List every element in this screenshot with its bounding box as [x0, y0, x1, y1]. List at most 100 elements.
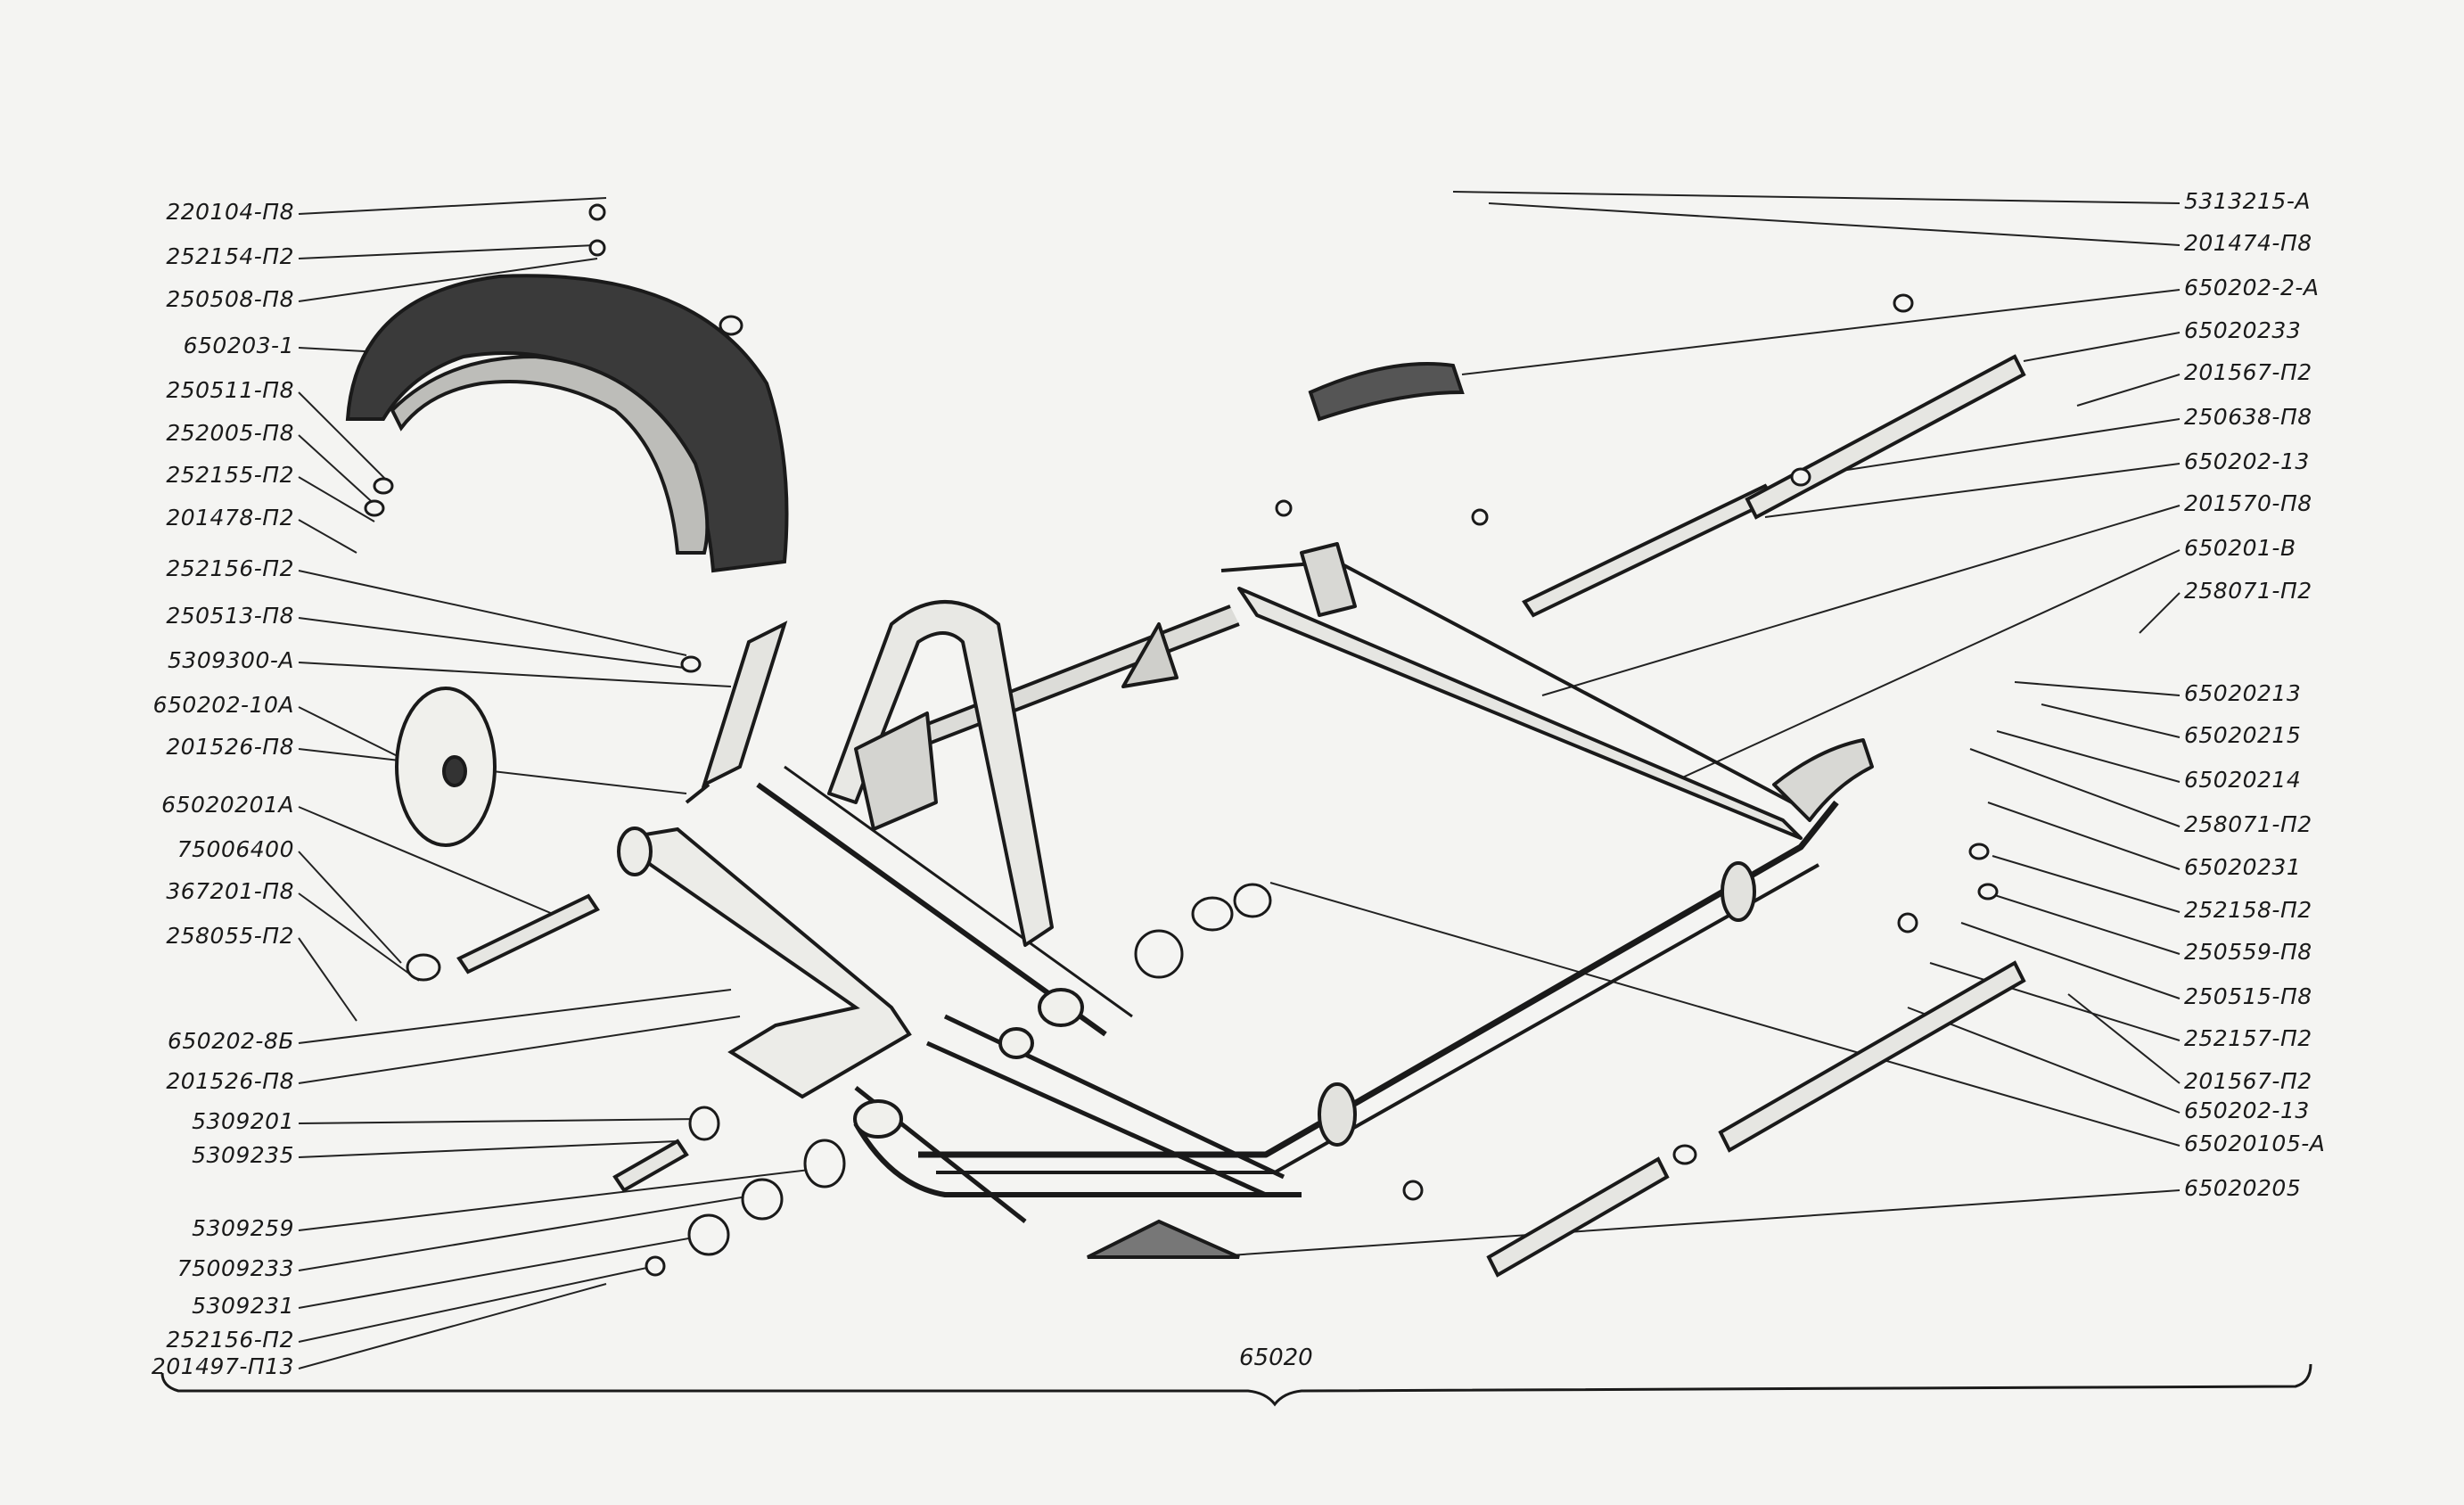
part-label-right-18: 250515-П8 — [2184, 983, 2312, 1009]
part-label-right-1: 5313215-А — [2184, 188, 2311, 214]
part-label-left-26: 201497-П13 — [151, 1353, 294, 1379]
frame-pivot-tube-b — [1038, 988, 1084, 1027]
part-label-right-9: 650201-В — [2184, 535, 2296, 561]
leader-line-left-7 — [298, 476, 375, 522]
leader-line-left-17 — [298, 937, 357, 1022]
leader-line-right-1 — [1452, 191, 2181, 204]
part-label-left-12: 650202-10А — [152, 692, 294, 718]
leader-line-right-3 — [1461, 289, 2181, 375]
leader-line-left-25 — [298, 1265, 656, 1343]
leader-line-right-4 — [2023, 332, 2181, 362]
wheel-disc-hub — [442, 755, 467, 787]
mudguard-inner — [390, 354, 710, 555]
leader-line-right-22 — [1269, 882, 2181, 1147]
part-label-left-10: 250513-П8 — [166, 603, 294, 629]
leader-line-right-14 — [1969, 748, 2181, 827]
part-label-left-18: 650202-8Б — [167, 1028, 294, 1054]
part-label-right-11: 65020213 — [2184, 680, 2302, 706]
part-label-left-7: 252155-П2 — [166, 462, 294, 488]
leader-line-right-8 — [1541, 505, 2181, 696]
nut — [1893, 293, 1914, 313]
leader-line-right-19 — [1929, 962, 2181, 1041]
part-label-left-19: 201526-П8 — [166, 1068, 294, 1094]
leader-line-left-3 — [298, 258, 598, 302]
part-label-right-19: 252157-П2 — [2184, 1025, 2312, 1051]
leader-line-left-6 — [298, 434, 380, 509]
leader-line-left-8 — [298, 519, 357, 554]
leader-line-right-15 — [1987, 802, 2181, 870]
leader-line-right-12 — [2041, 703, 2181, 738]
group-bracket — [160, 1363, 2312, 1407]
part-label-left-22: 5309259 — [192, 1215, 294, 1241]
part-label-left-15: 75006400 — [177, 836, 294, 862]
part-label-left-17: 258055-П2 — [166, 923, 294, 949]
part-label-right-3: 650202-2-А — [2184, 275, 2320, 300]
washer — [1191, 896, 1234, 932]
frame-rear-rail — [1237, 587, 1803, 840]
leader-line-right-6 — [1800, 418, 2181, 478]
washer — [1233, 883, 1272, 918]
nut — [1275, 499, 1293, 517]
leader-line-left-2 — [298, 244, 596, 259]
part-label-right-21: 650202-13 — [2184, 1098, 2310, 1123]
leader-line-right-7 — [1764, 463, 2181, 518]
leader-line-left-24 — [298, 1234, 710, 1309]
frame-front-tube — [918, 800, 1839, 1158]
leader-line-right-13 — [1996, 730, 2181, 783]
part-label-left-6: 252005-П8 — [166, 420, 294, 446]
part-label-right-12: 65020215 — [2184, 722, 2302, 748]
frame-tube-bend — [853, 1122, 1302, 1197]
leader-line-right-18 — [1960, 922, 2181, 999]
hardware — [364, 203, 1999, 1277]
leader-line-right-16 — [1992, 855, 2181, 913]
tie-rod-upper-2 — [1745, 354, 2026, 520]
part-label-left-9: 252156-П2 — [166, 555, 294, 581]
part-label-right-13: 65020214 — [2184, 767, 2302, 793]
frame-pivot-tube-a — [853, 1099, 903, 1139]
part-label-right-7: 650202-13 — [2184, 448, 2310, 474]
part-label-left-24: 5309231 — [192, 1293, 294, 1319]
part-label-right-5: 201567-П2 — [2184, 359, 2312, 385]
axle-pin — [456, 893, 600, 975]
part-label-right-22: 65020105-А — [2184, 1131, 2326, 1156]
swing-arm-eye — [617, 827, 653, 876]
leader-line-right-20 — [2067, 993, 2181, 1084]
leader-line-right-23 — [1203, 1189, 2181, 1258]
nut — [1897, 912, 1918, 933]
leader-line-right-21 — [1907, 1007, 2181, 1114]
leader-line-left-16 — [298, 892, 420, 982]
tie-rod-lower-2 — [1486, 1156, 1670, 1278]
leader-line-left-10 — [298, 617, 692, 670]
leader-line-left-9 — [298, 570, 687, 656]
swing-arm — [617, 827, 912, 1099]
frame-right-socket — [1772, 738, 1874, 822]
frame-cross-tube-2 — [925, 1040, 1268, 1197]
nut — [1968, 843, 1990, 860]
washer — [687, 1213, 730, 1256]
part-label-right-15: 65020231 — [2184, 854, 2302, 880]
part-label-left-16: 367201-П8 — [166, 878, 294, 904]
frame-front-collar — [1318, 1082, 1357, 1147]
leader-line-right-10 — [2139, 592, 2181, 634]
part-label-right-14: 258071-П2 — [2184, 811, 2312, 837]
frame-pivot-tube-c — [998, 1027, 1034, 1059]
swing-arm-body — [620, 827, 912, 1099]
washer — [645, 1255, 666, 1277]
part-label-left-14: 65020201А — [161, 792, 294, 818]
leader-line-left-18 — [298, 989, 732, 1044]
part-label-right-6: 250638-П8 — [2184, 404, 2312, 430]
part-label-left-11: 5309300-А — [168, 647, 294, 673]
frame-rail-a — [1121, 622, 1179, 688]
part-label-right-16: 252158-П2 — [2184, 897, 2312, 923]
shock-body — [701, 621, 788, 788]
leader-line-left-23 — [298, 1194, 759, 1271]
part-label-right-4: 65020233 — [2184, 317, 2302, 343]
group-number: 65020 — [1239, 1345, 1313, 1371]
frame-gusset — [854, 711, 938, 831]
part-label-right-20: 201567-П2 — [2184, 1068, 2312, 1094]
part-label-left-5: 250511-П8 — [166, 377, 294, 403]
washer — [406, 953, 441, 982]
nut — [719, 315, 743, 336]
leader-line-left-21 — [298, 1140, 678, 1158]
